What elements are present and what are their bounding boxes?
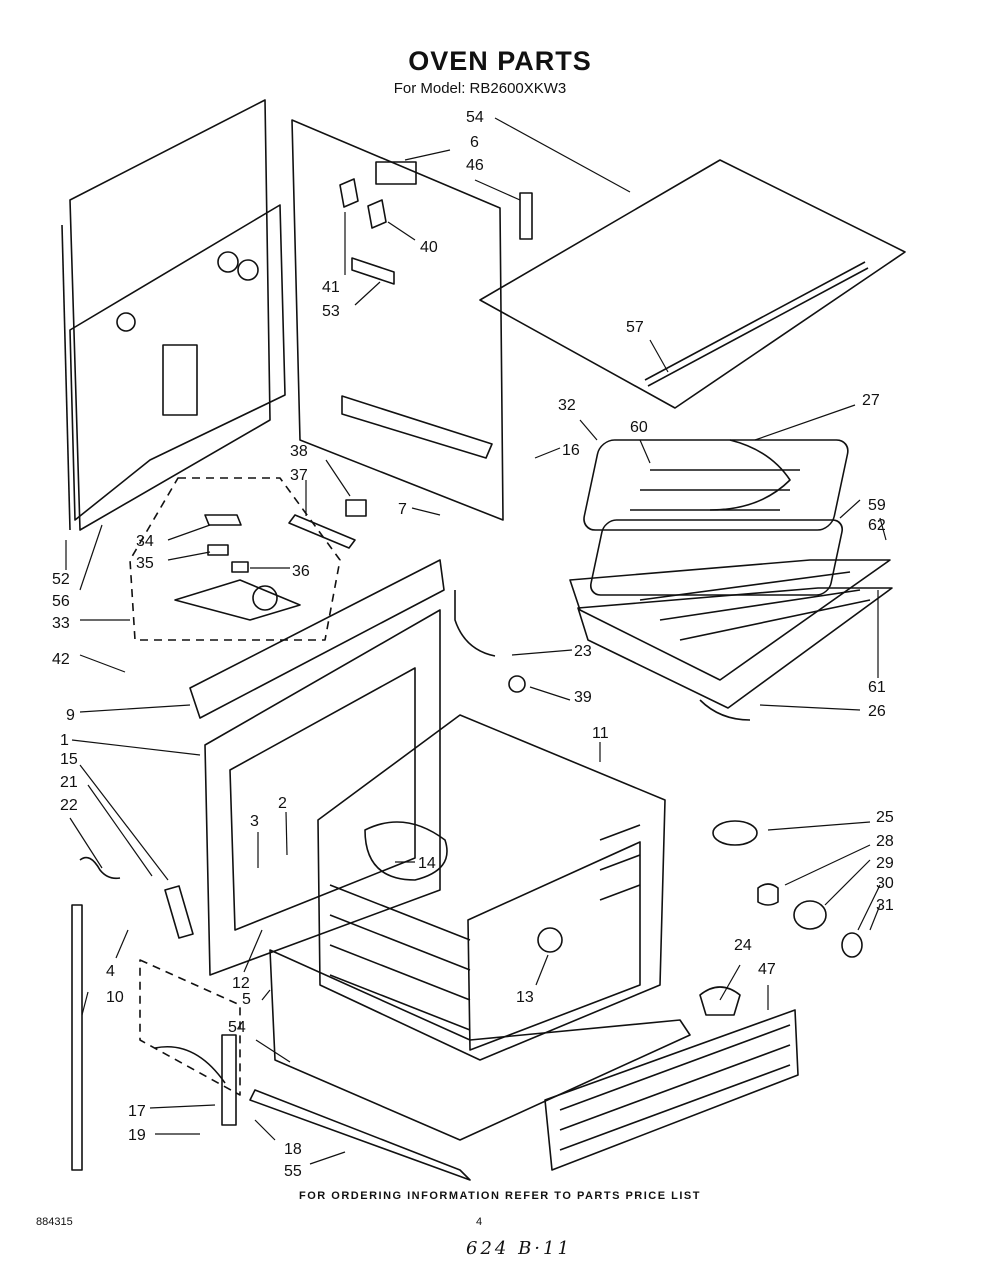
callout: 36	[292, 563, 310, 580]
page-title: OVEN PARTS	[408, 46, 592, 76]
callout: 23	[574, 643, 592, 660]
callout: 32	[558, 397, 576, 414]
callout: 10	[106, 989, 124, 1006]
leader-lines	[65, 117, 887, 1165]
callout: 40	[420, 239, 438, 256]
callout: 56	[52, 593, 70, 610]
light-assembly-drawing	[699, 820, 863, 1016]
callout: 62	[868, 517, 886, 534]
page-number: 4	[476, 1216, 483, 1228]
side-panel-drawing	[291, 119, 533, 521]
callout: 55	[284, 1163, 302, 1180]
callout: 35	[136, 555, 154, 572]
callout: 39	[574, 689, 592, 706]
callout: 53	[322, 303, 340, 320]
callout: 37	[290, 467, 308, 484]
callout: 29	[876, 855, 894, 872]
callout: 14	[418, 855, 436, 872]
lower-body-drawing	[249, 949, 799, 1181]
ordering-note: FOR ORDERING INFORMATION REFER TO PARTS …	[299, 1190, 701, 1202]
callout: 33	[52, 615, 70, 632]
callout: 34	[136, 533, 154, 550]
callout: 60	[630, 419, 648, 436]
callout: 13	[516, 989, 534, 1006]
callout: 4	[106, 963, 115, 980]
callout: 12	[232, 975, 250, 992]
back-panel-drawing	[61, 99, 286, 531]
callout: 18	[284, 1141, 302, 1158]
thermostat-group-drawing	[129, 477, 341, 641]
callout: 25	[876, 809, 894, 826]
callout: 1	[60, 732, 69, 749]
model-subtitle: For Model: RB2600XKW3	[393, 80, 567, 97]
callout: 17	[128, 1103, 146, 1120]
callout: 19	[128, 1127, 146, 1144]
callout: 52	[52, 571, 70, 588]
callout: 28	[876, 833, 894, 850]
callout: 61	[868, 679, 886, 696]
callout: 22	[60, 797, 78, 814]
callout: 21	[60, 774, 78, 791]
callout: 31	[876, 897, 894, 914]
oven-racks-drawing	[569, 559, 893, 721]
callout: 3	[250, 813, 259, 830]
callout: 9	[66, 707, 75, 724]
top-panel-drawing	[479, 159, 906, 409]
front-frame-drawing	[189, 559, 526, 976]
callout: 38	[290, 443, 308, 460]
callout: 59	[868, 497, 886, 514]
callout: 26	[868, 703, 886, 720]
callout: 5	[242, 991, 251, 1008]
callout: 16	[562, 442, 580, 459]
callout: 24	[734, 937, 752, 954]
handwritten-note: 624 B·11	[466, 1238, 572, 1259]
callout: 46	[466, 157, 484, 174]
callout: 54	[228, 1019, 246, 1036]
callout: 41	[322, 279, 340, 296]
document-number: 884315	[36, 1216, 73, 1228]
callout: 6	[470, 134, 479, 151]
callout: 27	[862, 392, 880, 409]
callout: 54	[466, 109, 484, 126]
oven-cavity-drawing	[317, 714, 666, 1061]
callout: 15	[60, 751, 78, 768]
callout: 57	[626, 319, 644, 336]
door-hinge-drawing	[71, 856, 241, 1171]
callout: 11	[592, 725, 609, 742]
callout: 47	[758, 961, 776, 978]
callout: 30	[876, 875, 894, 892]
broil-pan-drawing	[583, 439, 849, 596]
thermostat-parts-drawing	[174, 499, 367, 621]
callout-labels: 54 6 46 40 41 53 57 27 32 60 16 59 62 38…	[52, 109, 894, 1180]
callout: 2	[278, 795, 287, 812]
callout: 42	[52, 651, 70, 668]
callout: 7	[398, 501, 407, 518]
